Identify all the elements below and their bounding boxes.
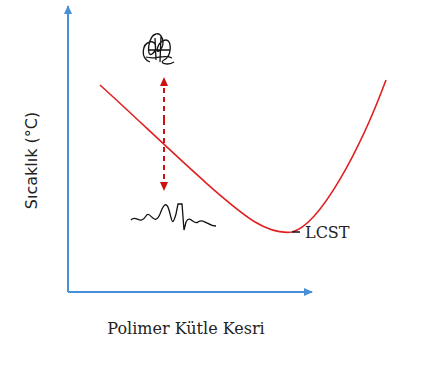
collapsed-globule — [143, 34, 174, 64]
transition-arrow-down — [163, 120, 165, 190]
lcst-line — [292, 231, 300, 233]
axis-label: Polimer Kütle Kesri — [107, 319, 264, 338]
transition-arrow-up — [163, 78, 165, 120]
axis-label: Sıcaklık (°C) — [23, 111, 42, 208]
lcst-label: LCST — [305, 223, 350, 242]
binodal-curve — [100, 80, 386, 232]
y-axis — [67, 6, 69, 292]
x-axis — [68, 291, 312, 293]
extended-chain — [131, 204, 216, 230]
